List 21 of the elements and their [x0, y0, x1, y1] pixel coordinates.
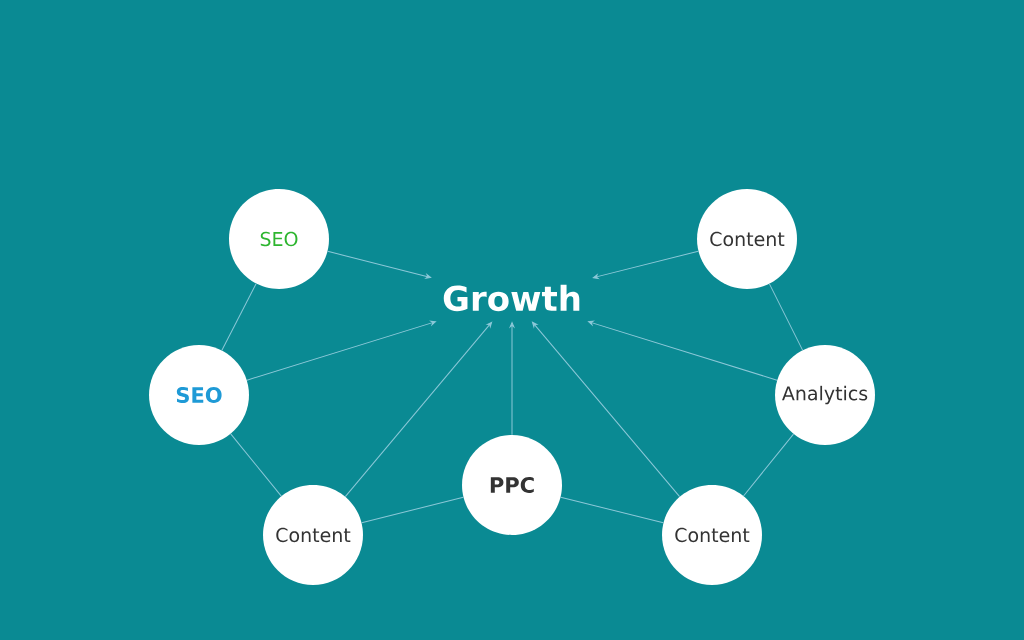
- arrow: [509, 322, 515, 436]
- circle-node: Content: [263, 485, 363, 585]
- circle-node: PPC: [462, 435, 562, 535]
- connector-line: [361, 496, 464, 524]
- title-text: Growth: [443, 284, 580, 312]
- arrow: [327, 250, 432, 279]
- circle-node: Content: [697, 189, 797, 289]
- connector-line: [743, 433, 794, 497]
- connector-line: [560, 496, 664, 524]
- circle-node: SEO: [149, 345, 249, 445]
- circle-node: SEO: [229, 189, 329, 289]
- arrow: [588, 320, 778, 381]
- arrow: [532, 321, 681, 498]
- connector-line: [230, 433, 282, 497]
- connector-line: [221, 283, 257, 351]
- circle-node: Content: [662, 485, 762, 585]
- arrow: [344, 321, 493, 498]
- arrow: [592, 250, 699, 279]
- circle-node: Analytics: [775, 345, 875, 445]
- connector-line: [768, 283, 804, 351]
- arrow: [246, 320, 436, 381]
